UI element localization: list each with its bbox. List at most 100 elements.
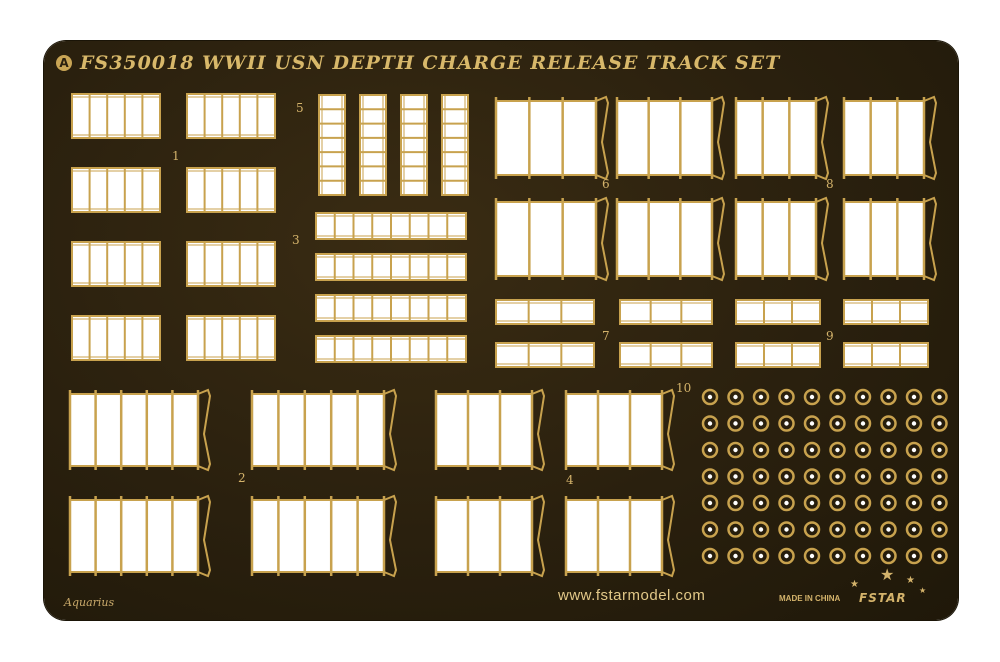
star-icon: ★ xyxy=(880,565,895,584)
part-10-washer xyxy=(905,547,923,565)
part-9-strip xyxy=(843,342,929,368)
part-8-release-frame xyxy=(734,95,830,181)
part-9-strip xyxy=(735,299,821,325)
star-icon: ★ xyxy=(906,575,915,586)
photo-etch-sheet: A FS350018 WWII USN DEPTH CHARGE RELEASE… xyxy=(44,41,958,620)
title-row: A FS350018 WWII USN DEPTH CHARGE RELEASE… xyxy=(56,51,780,75)
part-10-washer xyxy=(701,441,719,459)
part-10-washer xyxy=(752,441,770,459)
part-number-4: 4 xyxy=(566,473,574,487)
part-10-washer xyxy=(880,441,897,459)
part-number-5: 5 xyxy=(296,101,304,115)
part-3-rail xyxy=(315,335,467,363)
part-number-2: 2 xyxy=(238,471,246,485)
part-10-washer xyxy=(880,521,897,538)
part-10-washer xyxy=(880,468,897,485)
part-number-10: 10 xyxy=(676,381,692,395)
part-10-washer xyxy=(778,415,795,432)
part-1-track-piece xyxy=(186,315,276,361)
sheet-title: FS350018 WWII USN DEPTH CHARGE RELEASE T… xyxy=(80,52,781,74)
part-10-washer xyxy=(701,547,719,565)
part-10-washer xyxy=(778,388,795,406)
part-8-release-frame xyxy=(734,196,830,282)
part-10-washer xyxy=(803,547,821,565)
part-10-washer xyxy=(701,494,719,512)
part-7-strip xyxy=(495,299,595,325)
part-10-washer xyxy=(727,441,744,459)
part-10-washer xyxy=(803,388,821,406)
part-10-washer xyxy=(829,547,846,565)
part-4-release-track xyxy=(564,494,676,578)
part-10-washer xyxy=(803,494,821,512)
part-6-release-frame xyxy=(615,95,726,181)
part-number-3: 3 xyxy=(292,233,300,247)
aquarius-logo-icon: A xyxy=(56,55,72,71)
brand-name: FSTAR xyxy=(859,591,907,605)
part-10-washer xyxy=(778,441,795,459)
part-10-washer xyxy=(701,468,719,485)
star-icon: ★ xyxy=(919,586,927,595)
part-5-rail xyxy=(318,94,346,196)
part-10-washer xyxy=(727,468,744,485)
part-10-washer xyxy=(778,494,795,512)
part-number-9: 9 xyxy=(826,329,834,343)
part-10-washer xyxy=(854,415,872,432)
part-7-strip xyxy=(495,342,595,368)
part-10-washer xyxy=(931,521,948,538)
part-10-washer xyxy=(931,468,948,485)
part-10-washer xyxy=(854,441,872,459)
part-1-track-piece xyxy=(186,93,276,139)
part-10-washer xyxy=(905,415,923,432)
maker-name: Aquarius xyxy=(64,596,115,609)
part-10-washer xyxy=(752,494,770,512)
part-2-release-track xyxy=(250,388,398,472)
part-10-washer xyxy=(727,547,744,565)
made-in-label: MADE IN CHINA xyxy=(779,594,841,603)
part-1-track-piece xyxy=(186,167,276,213)
part-number-1: 1 xyxy=(172,149,180,163)
part-10-washer xyxy=(854,494,872,512)
part-2-release-track xyxy=(68,388,212,472)
part-10-washer xyxy=(752,388,770,406)
star-icon: ★ xyxy=(850,579,859,590)
part-10-washer xyxy=(803,521,821,538)
part-1-track-piece xyxy=(71,241,161,287)
part-1-track-piece xyxy=(186,241,276,287)
part-1-track-piece xyxy=(71,167,161,213)
part-7-strip xyxy=(619,342,713,368)
part-10-washer xyxy=(905,388,923,406)
part-10-washer xyxy=(778,521,795,538)
part-10-washer xyxy=(701,388,719,406)
part-9-strip xyxy=(735,342,821,368)
part-10-washer xyxy=(880,388,897,406)
part-10-washer xyxy=(829,521,846,538)
part-7-strip xyxy=(619,299,713,325)
part-5-rail xyxy=(400,94,428,196)
part-3-rail xyxy=(315,253,467,281)
part-5-rail xyxy=(359,94,387,196)
part-3-rail xyxy=(315,294,467,322)
part-10-washer xyxy=(727,388,744,406)
part-6-release-frame xyxy=(494,196,610,282)
part-4-release-track xyxy=(434,494,546,578)
part-10-washer xyxy=(752,415,770,432)
part-10-washer xyxy=(778,547,795,565)
part-2-release-track xyxy=(68,494,212,578)
part-10-washer xyxy=(727,415,744,432)
part-10-washer xyxy=(701,521,719,538)
part-10-washer xyxy=(752,468,770,485)
part-5-rail xyxy=(441,94,469,196)
part-6-release-frame xyxy=(615,196,726,282)
part-10-washer xyxy=(905,521,923,538)
part-10-washer xyxy=(803,415,821,432)
part-10-washer xyxy=(752,547,770,565)
part-1-track-piece xyxy=(71,315,161,361)
part-8-release-frame xyxy=(842,95,938,181)
part-10-washer xyxy=(803,441,821,459)
part-10-washer xyxy=(829,468,846,485)
part-number-8: 8 xyxy=(826,177,834,191)
part-4-release-track xyxy=(434,388,546,472)
part-10-washer xyxy=(701,415,719,432)
part-10-washer xyxy=(752,521,770,538)
part-10-washer xyxy=(931,415,948,432)
